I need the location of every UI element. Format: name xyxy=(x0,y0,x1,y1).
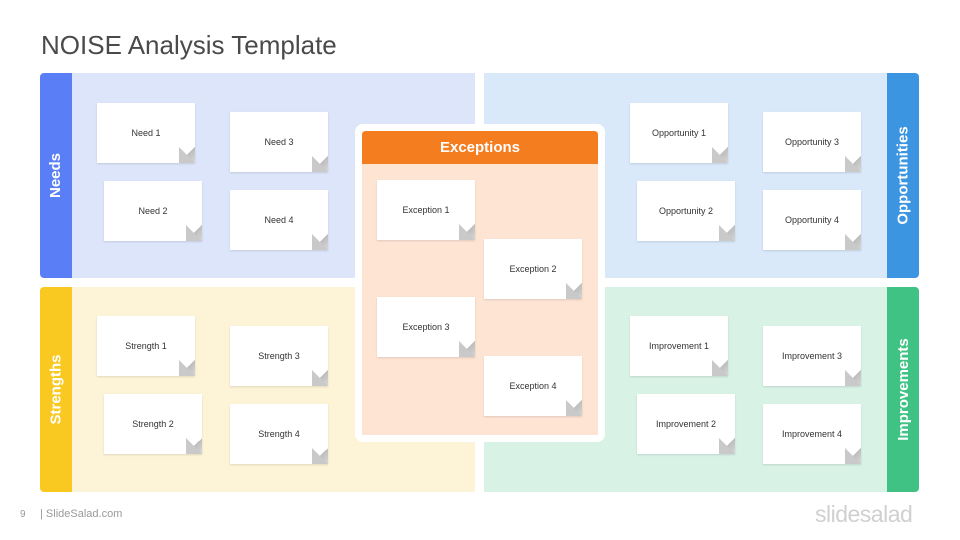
brand-logo: slidesalad xyxy=(815,501,913,527)
footer-site: | SlideSalad.com xyxy=(40,508,123,520)
sticky-note: Strength 3 xyxy=(230,326,328,386)
sticky-note: Opportunity 3 xyxy=(763,112,861,172)
sticky-note: Exception 2 xyxy=(484,239,582,299)
sticky-note: Exception 4 xyxy=(484,356,582,416)
needs-sidebar: Needs xyxy=(40,73,72,278)
strengths-sidebar: Strengths xyxy=(40,287,72,492)
note-text: Need 2 xyxy=(138,206,168,216)
slide-title: NOISE Analysis Template xyxy=(41,30,337,60)
sticky-note: Need 2 xyxy=(104,181,202,241)
opportunities-sidebar: Opportunities xyxy=(887,73,919,278)
note-text: Strength 4 xyxy=(258,429,300,439)
note-text: Improvement 4 xyxy=(781,429,843,439)
note-text: Need 3 xyxy=(264,137,294,147)
note-text: Strength 1 xyxy=(125,341,167,351)
note-text: Exception 4 xyxy=(509,381,557,391)
note-text: Opportunity 4 xyxy=(784,215,840,225)
page-number: 9 xyxy=(20,509,26,520)
opportunities-label: Opportunities xyxy=(894,126,912,225)
note-text: Improvement 2 xyxy=(655,419,717,429)
sticky-note: Improvement 3 xyxy=(763,326,861,386)
sticky-note: Opportunity 1 xyxy=(630,103,728,163)
sticky-note: Improvement 4 xyxy=(763,404,861,464)
note-text: Exception 2 xyxy=(509,264,557,274)
needs-label: Needs xyxy=(47,152,65,199)
note-text: Strength 3 xyxy=(258,351,300,361)
sticky-note: Need 1 xyxy=(97,103,195,163)
note-text: Improvement 1 xyxy=(648,341,710,351)
sticky-note: Strength 2 xyxy=(104,394,202,454)
note-text: Opportunity 1 xyxy=(651,128,707,138)
sticky-note: Opportunity 2 xyxy=(637,181,735,241)
note-text: Improvement 3 xyxy=(781,351,843,361)
note-text: Opportunity 2 xyxy=(658,206,714,216)
sticky-note: Opportunity 4 xyxy=(763,190,861,250)
sticky-note: Strength 4 xyxy=(230,404,328,464)
improvements-label: Improvements xyxy=(894,338,912,441)
sticky-note: Improvement 1 xyxy=(630,316,728,376)
note-text: Exception 1 xyxy=(402,205,450,215)
note-text: Exception 3 xyxy=(402,322,450,332)
note-text: Strength 2 xyxy=(132,419,174,429)
sticky-note: Exception 1 xyxy=(377,180,475,240)
sticky-note: Improvement 2 xyxy=(637,394,735,454)
sticky-note: Strength 1 xyxy=(97,316,195,376)
note-text: Need 1 xyxy=(131,128,161,138)
sticky-note: Need 4 xyxy=(230,190,328,250)
exceptions-header: Exceptions xyxy=(362,131,598,164)
sticky-note: Exception 3 xyxy=(377,297,475,357)
note-text: Need 4 xyxy=(264,215,294,225)
strengths-label: Strengths xyxy=(47,354,65,425)
improvements-sidebar: Improvements xyxy=(887,287,919,492)
sticky-note: Need 3 xyxy=(230,112,328,172)
note-text: Opportunity 3 xyxy=(784,137,840,147)
